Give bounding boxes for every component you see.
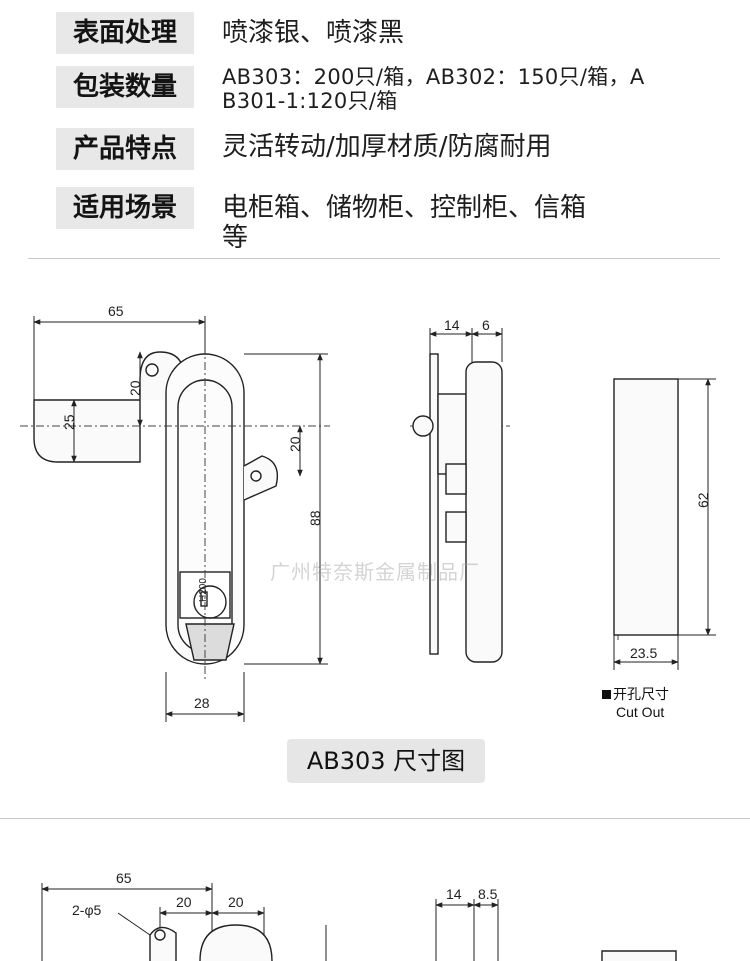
dim-65: 65 <box>108 303 124 319</box>
dim2-65: 65 <box>116 870 132 886</box>
cutout-label-en: Cut Out <box>616 704 665 720</box>
dim-23-5: 23.5 <box>630 645 657 661</box>
dim-88: 88 <box>307 510 323 526</box>
dim2-20-a: 20 <box>176 894 192 910</box>
watermark: 广州特奈斯金属制品厂 <box>270 560 480 584</box>
dim-25: 25 <box>61 414 77 430</box>
cutout-label: 开孔尺寸 Cut Out <box>602 685 669 721</box>
section-divider-2 <box>0 818 750 819</box>
spec-value: 灵活转动/加厚材质/防腐耐用 <box>222 132 552 162</box>
dim-20-right: 20 <box>287 436 303 452</box>
spec-value: 喷漆银、喷漆黑 <box>222 18 405 48</box>
dim-20-top: 20 <box>127 380 143 396</box>
dim-28: 28 <box>194 695 210 711</box>
spec-label: 产品特点 <box>56 128 194 170</box>
spec-value-line-2: B301-1:120只/箱 <box>222 89 398 113</box>
spec-label: 适用场景 <box>56 187 194 229</box>
ab302-dimension-drawing: 65 2-φ5 20 20 14 8.5 <box>41 870 677 961</box>
dim2-20-b: 20 <box>228 894 244 910</box>
dim-62: 62 <box>695 492 711 508</box>
square-icon <box>602 690 611 699</box>
dim2-14: 14 <box>446 886 462 902</box>
spec-value-line-1: AB303：200只/箱，AB302：150只/箱，A <box>222 65 645 89</box>
spec-label: 包装数量 <box>56 66 194 108</box>
ab303-dimension-drawing: 65 20 25 20 88 28 14 6 62 23.5 H200 <box>20 303 716 722</box>
key-code: H200 <box>198 578 209 602</box>
spec-value-line-1: 电柜箱、储物柜、控制柜、信箱 <box>222 193 587 223</box>
section-divider <box>28 258 720 259</box>
spec-label: 表面处理 <box>56 12 194 54</box>
dim2-holes: 2-φ5 <box>72 902 102 918</box>
dim2-8-5: 8.5 <box>478 886 498 902</box>
drawing-caption: AB303 尺寸图 <box>287 739 485 783</box>
dim-6: 6 <box>482 317 490 333</box>
cutout-label-cn: 开孔尺寸 <box>613 686 669 702</box>
dim-14: 14 <box>444 317 460 333</box>
spec-value-line-2: 等 <box>222 223 249 253</box>
